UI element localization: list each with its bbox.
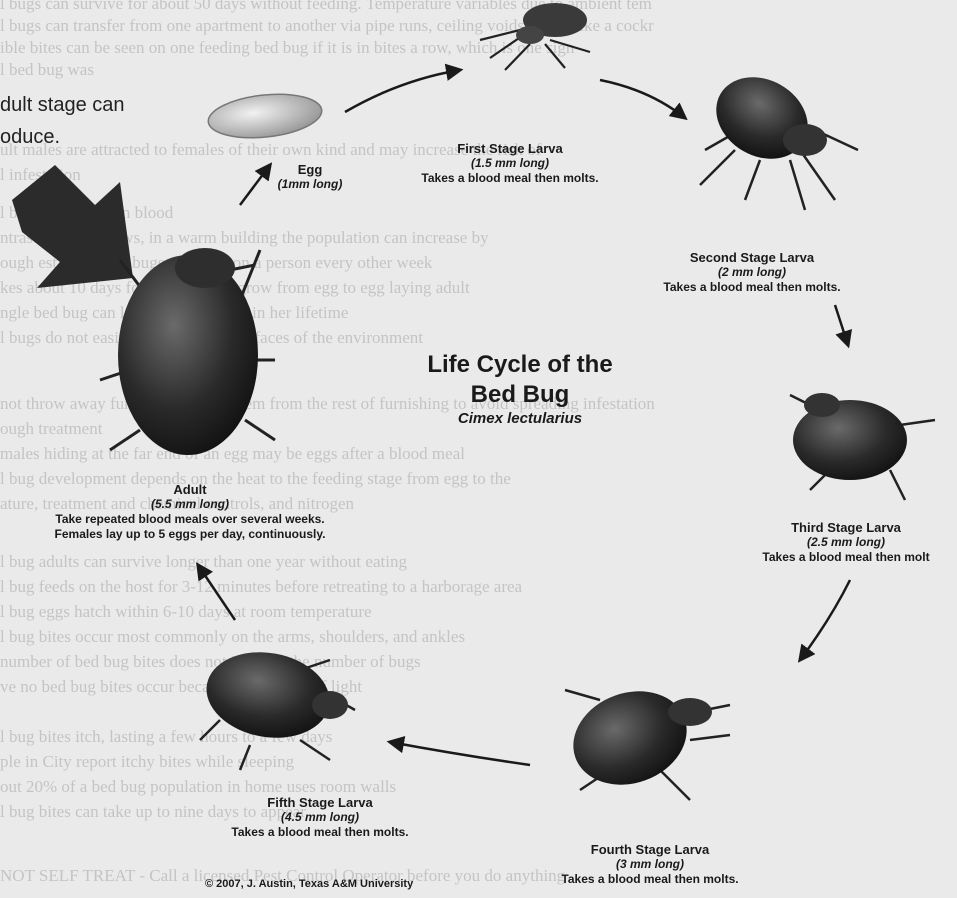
second-stage-label: Second Stage Larva (2 mm long) Takes a b… [622, 250, 882, 295]
stage-description: Takes a blood meal then molts. [520, 872, 780, 887]
adult-bed-bug-image [100, 248, 275, 455]
stage-name: Fourth Stage Larva [520, 842, 780, 857]
stage-size: (1.5 mm long) [380, 156, 640, 171]
stage-size: (2 mm long) [622, 265, 882, 280]
stage-size: (4.5 mm long) [190, 810, 450, 825]
stage-size: (2.5 mm long) [735, 535, 957, 550]
fifth-stage-label: Fifth Stage Larva (4.5 mm long) Takes a … [190, 795, 450, 840]
second-stage-larva-image [700, 61, 858, 210]
fourth-stage-label: Fourth Stage Larva (3 mm long) Takes a b… [520, 842, 780, 887]
stage-name: Egg [255, 162, 365, 177]
egg-image [206, 89, 324, 143]
stage-name: Adult [0, 482, 380, 497]
stage-name: Second Stage Larva [622, 250, 882, 265]
third-stage-larva-image [790, 393, 935, 500]
egg-label: Egg (1mm long) [255, 162, 365, 192]
stage-description: Takes a blood meal then molts. [380, 171, 640, 186]
stage-description: Takes a blood meal then molt [735, 550, 957, 565]
stage-description: Females lay up to 5 eggs per day, contin… [0, 527, 380, 542]
first-stage-larva-image [480, 3, 590, 70]
arrow-egg-to-first [345, 70, 460, 112]
stage-description: Take repeated blood meals over several w… [0, 512, 380, 527]
big-pointer-arrow-icon [12, 165, 133, 288]
third-stage-label: Third Stage Larva (2.5 mm long) Takes a … [735, 520, 957, 565]
arrow-fifth-to-adult [198, 565, 235, 620]
stage-name: Fifth Stage Larva [190, 795, 450, 810]
side-note-line: dult stage can [0, 94, 125, 117]
adult-label: Adult (5.5 mm long) Take repeated blood … [0, 482, 380, 542]
arrow-fourth-to-fifth [390, 742, 530, 765]
side-note-line: oduce. [0, 126, 60, 149]
fifth-stage-larva-image [200, 643, 355, 770]
first-stage-label: First Stage Larva (1.5 mm long) Takes a … [380, 141, 640, 186]
copyright-text: © 2007, J. Austin, Texas A&M University [205, 878, 413, 890]
stage-size: (5.5 mm long) [0, 497, 380, 512]
stage-description: Takes a blood meal then molts. [622, 280, 882, 295]
arrow-first-to-second [600, 80, 685, 118]
stage-name: First Stage Larva [380, 141, 640, 156]
arrow-second-to-third [835, 305, 848, 345]
scientific-name: Cimex lectularius [400, 410, 640, 427]
arrow-third-to-fourth [800, 580, 850, 660]
title-line-2: Bed Bug [400, 380, 640, 410]
stage-name: Third Stage Larva [735, 520, 957, 535]
stage-description: Takes a blood meal then molts. [190, 825, 450, 840]
title-line-1: Life Cycle of the [400, 350, 640, 380]
fourth-stage-larva-image [560, 676, 730, 800]
stage-size: (3 mm long) [520, 857, 780, 872]
diagram-title: Life Cycle of the Bed Bug Cimex lectular… [400, 350, 640, 427]
stage-size: (1mm long) [255, 177, 365, 192]
